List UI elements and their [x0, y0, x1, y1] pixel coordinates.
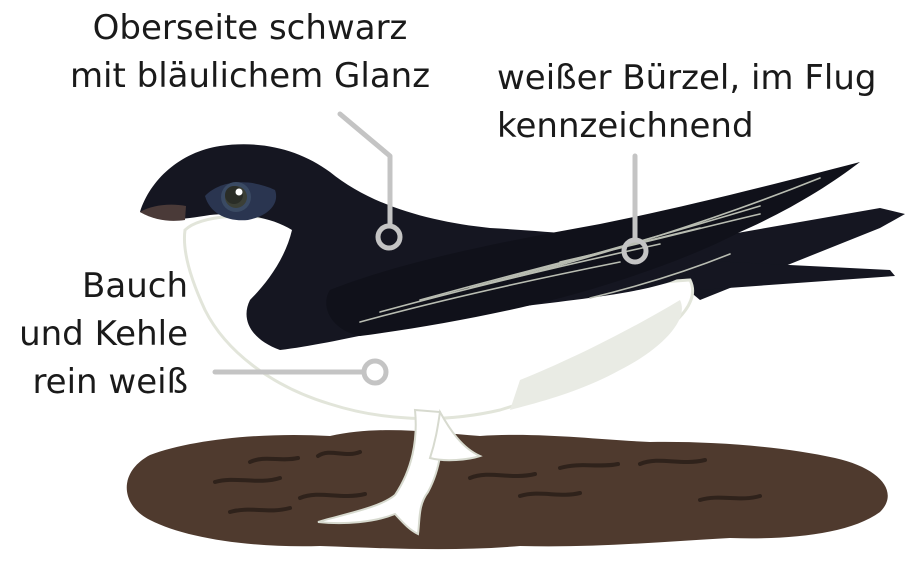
label-belly: Bauch und Kehle rein weiß	[0, 262, 188, 406]
mud-ground	[127, 430, 888, 549]
mud-patch	[127, 430, 888, 549]
label-belly-line-1: Bauch	[0, 262, 188, 310]
label-rump-line-2: kennzeichnend	[497, 102, 876, 150]
eye	[221, 182, 251, 212]
label-belly-line-2: und Kehle	[0, 310, 188, 358]
label-belly-line-3: rein weiß	[0, 358, 188, 406]
label-rump-line-1: weißer Bürzel, im Flug	[497, 54, 876, 102]
label-upperside: Oberseite schwarz mit bläulichem Glanz	[60, 4, 440, 100]
label-upperside-line-2: mit bläulichem Glanz	[60, 52, 440, 100]
label-upperside-line-1: Oberseite schwarz	[60, 4, 440, 52]
tail-fork	[690, 260, 895, 290]
label-rump: weißer Bürzel, im Flug kennzeichnend	[497, 54, 876, 150]
